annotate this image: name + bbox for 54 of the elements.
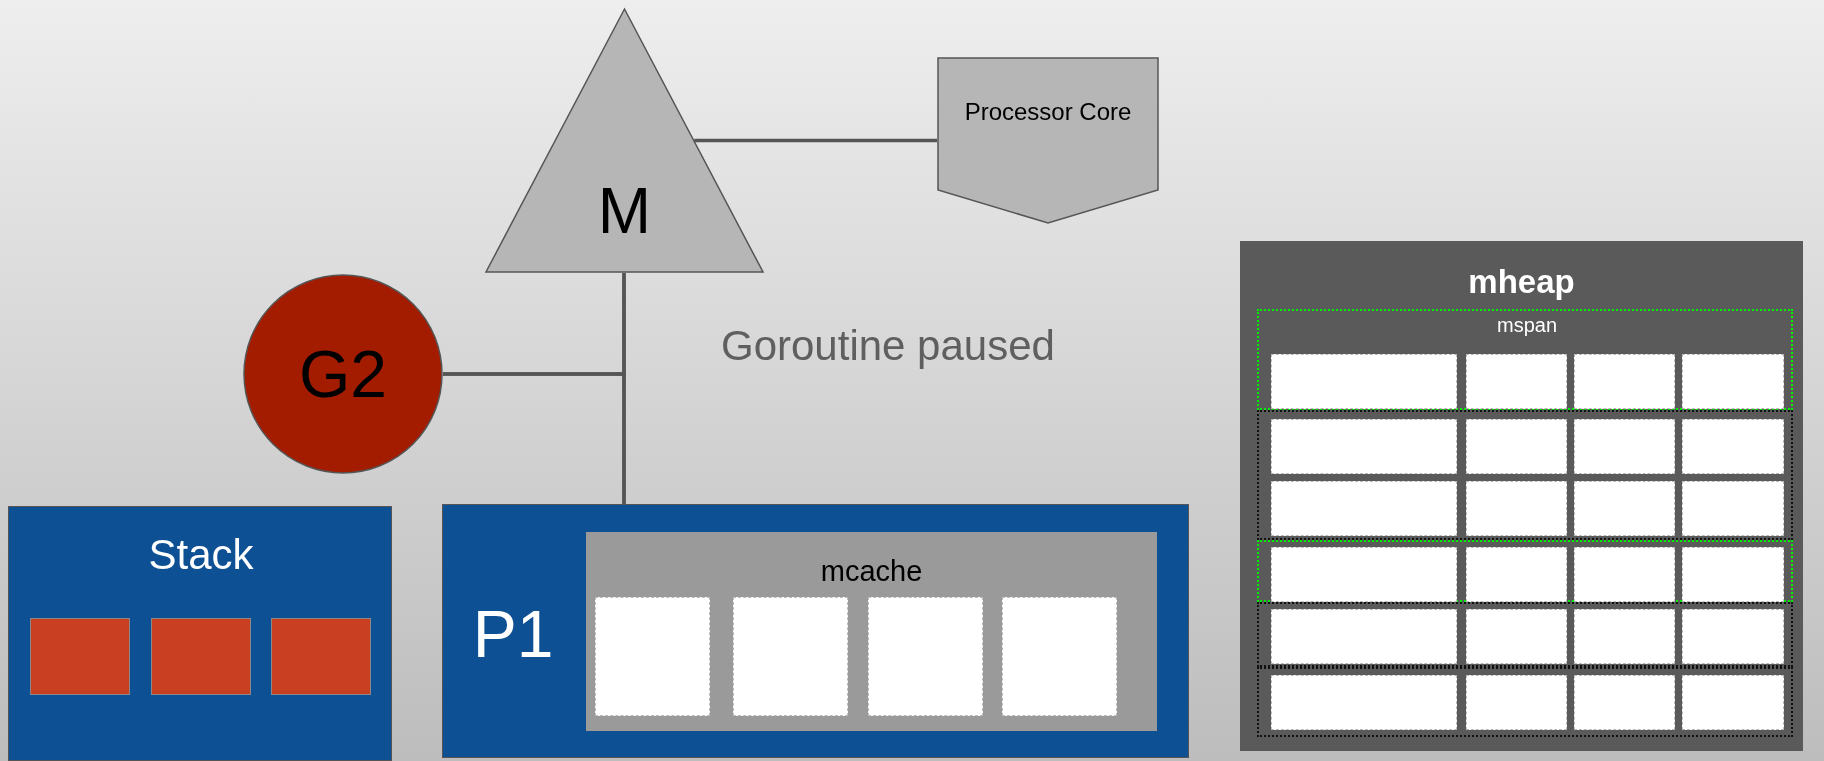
memory-block [1466,609,1567,664]
memory-block [1682,419,1784,474]
node-label: mheap [1467,262,1576,302]
memory-block [595,597,710,716]
memory-block [30,618,130,695]
memory-block [1271,547,1457,602]
status-note: Goroutine paused [721,322,1055,370]
stack-panel [8,506,392,761]
memory-block [1466,481,1567,536]
memory-block [1682,481,1784,536]
memory-block [1574,675,1675,730]
memory-block [1574,419,1675,474]
span-outline [1257,602,1793,667]
span-outline [1257,540,1793,602]
memory-block [1574,547,1675,602]
memory-block [271,618,371,695]
cache-panel [586,532,1157,731]
node-label: P1 [471,597,555,671]
memory-block [1271,609,1457,664]
memory-block [733,597,848,716]
span-outline [1257,667,1793,737]
memory-block [1466,547,1567,602]
node-label: mcache [819,554,924,588]
span-outline [1257,309,1793,410]
node-label: M [596,176,653,246]
node-label: G2 [297,337,388,411]
memory-block [1271,419,1457,474]
memory-block [1682,354,1784,409]
heap-panel [1240,241,1803,751]
memory-block [1466,419,1567,474]
memory-block [1466,354,1567,409]
memory-block [1271,675,1457,730]
memory-block [1271,354,1457,409]
span-outline [1257,410,1793,540]
memory-block [151,618,251,695]
memory-block [1271,481,1457,536]
memory-block [1682,609,1784,664]
triangle-node [485,8,764,273]
node-label: Processor Core [963,97,1133,127]
pentagon-node [937,57,1159,224]
memory-block [1574,354,1675,409]
connector-line [443,372,626,504]
circle-node [243,274,443,474]
processor-panel [442,504,1189,758]
memory-block [1574,609,1675,664]
memory-block [1682,675,1784,730]
node-label: mspan [1496,313,1558,337]
memory-block [1682,547,1784,602]
memory-block [868,597,983,716]
connector-line [694,138,937,143]
memory-block [1574,481,1675,536]
memory-block [1466,675,1567,730]
node-label: Stack [147,531,255,579]
memory-block [1002,597,1117,716]
